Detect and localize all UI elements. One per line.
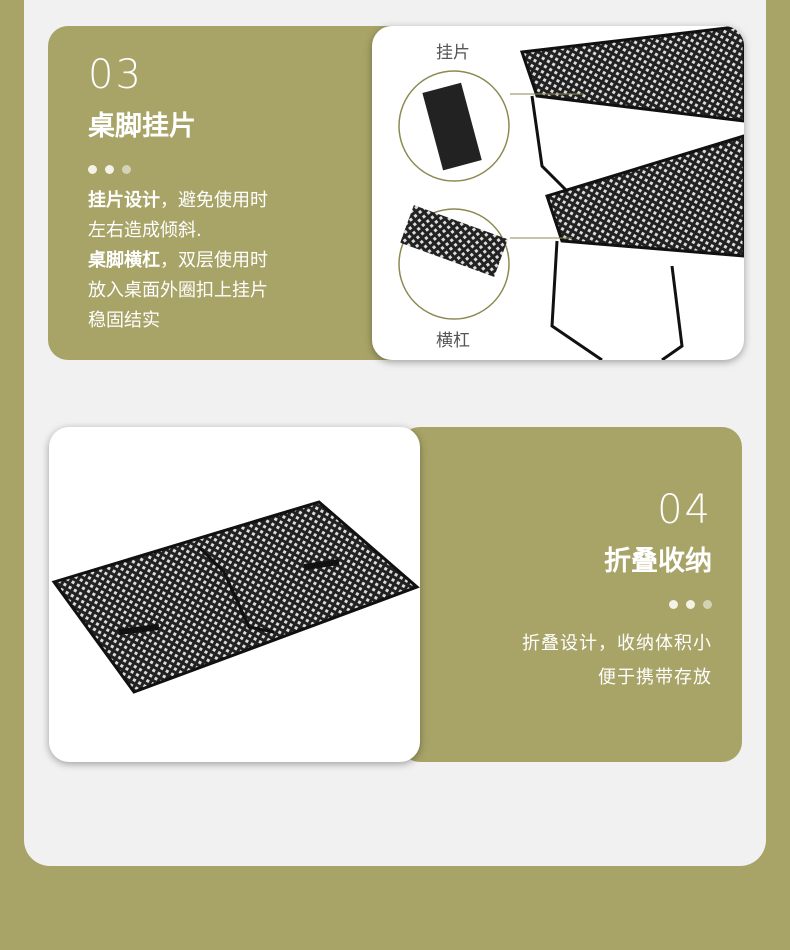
feature-description: 折叠设计，收纳体积小 便于携带存放 xyxy=(522,633,712,688)
feature-number: 04 xyxy=(657,487,712,533)
product-image-folded xyxy=(49,427,420,762)
feature-title: 折叠收纳 xyxy=(604,546,712,577)
feature-number: 03 xyxy=(88,52,143,98)
dots-decoration xyxy=(88,165,268,174)
feature-card-04: 04 折叠收纳 折叠设计，收纳体积小 便于携带存放 xyxy=(400,427,742,762)
product-image-legs: 挂片 横杠 xyxy=(372,26,744,360)
feature-card-03: 03 桌脚挂片 挂片设计，避免使用时 左右造成倾斜. 桌脚横杠，双层使用时 放入… xyxy=(48,26,418,360)
label-crossbar: 横杠 xyxy=(436,331,470,351)
feature-description: 挂片设计，避免使用时 左右造成倾斜. 桌脚横杠，双层使用时 放入桌面外圈扣上挂片… xyxy=(88,190,268,331)
dots-decoration xyxy=(522,600,712,609)
label-hanger: 挂片 xyxy=(436,43,470,63)
feature-title: 桌脚挂片 xyxy=(88,111,196,142)
folded-table-illustration xyxy=(51,500,420,694)
rack-illustration xyxy=(398,26,744,360)
